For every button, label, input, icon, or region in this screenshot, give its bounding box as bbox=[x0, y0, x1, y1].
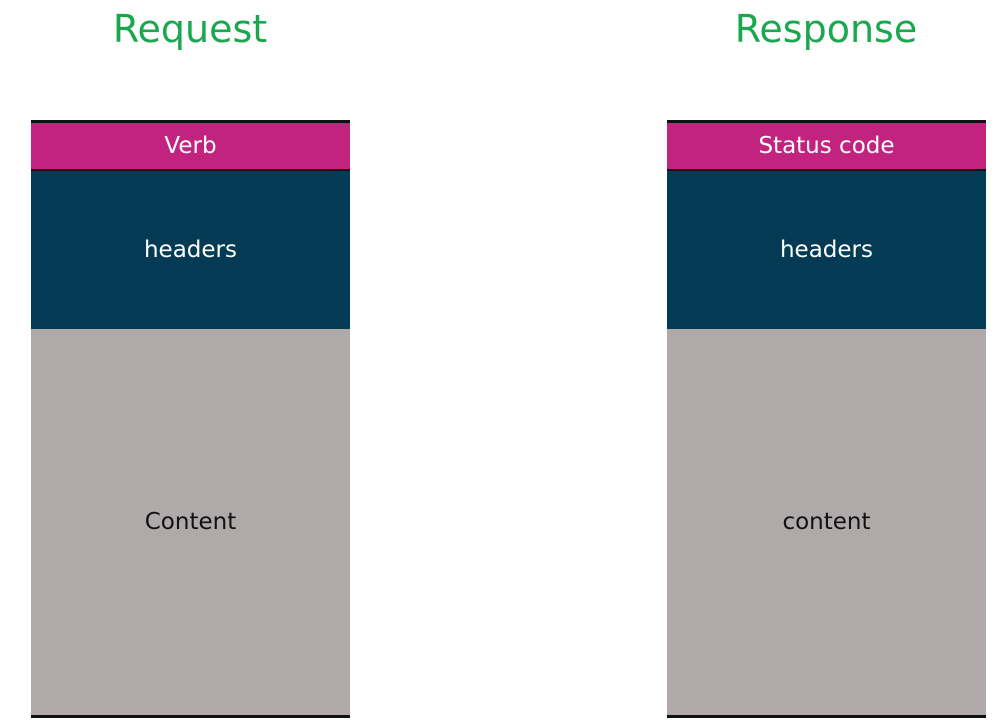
response-title: Response bbox=[734, 7, 918, 51]
response-block: Status code headers content bbox=[667, 120, 986, 718]
request-title: Request bbox=[112, 7, 268, 51]
request-content-band: Content bbox=[31, 329, 350, 715]
request-headers-band: headers bbox=[31, 171, 350, 329]
request-verb-band: Verb bbox=[31, 123, 350, 171]
request-block: Verb headers Content bbox=[31, 120, 350, 718]
response-content-band: content bbox=[667, 329, 986, 715]
response-status-code-band: Status code bbox=[667, 123, 986, 171]
response-headers-band: headers bbox=[667, 171, 986, 329]
